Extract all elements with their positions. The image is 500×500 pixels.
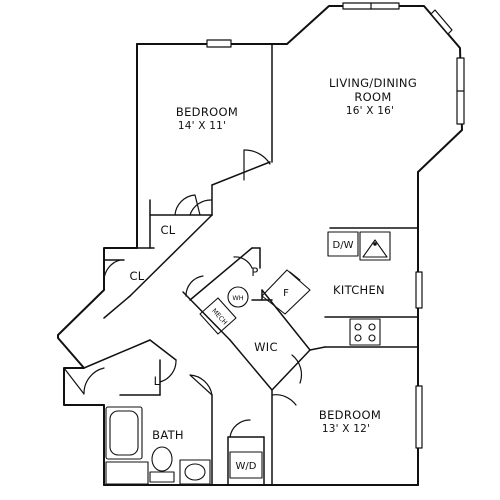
door-bedroom2 <box>271 394 297 406</box>
linen-name: L <box>154 374 161 388</box>
door-bedroom1 <box>243 149 271 181</box>
fixtures <box>105 231 391 485</box>
pantry-name: P <box>251 265 258 279</box>
window-bedroom2 <box>415 385 423 449</box>
washer-dryer <box>229 451 263 479</box>
dishwasher <box>327 231 359 257</box>
washer-dryer-label: W/D <box>236 461 257 472</box>
water-heater-label: WH <box>232 294 243 302</box>
toilet <box>151 446 173 472</box>
living-size: 16' X 16' <box>346 105 394 117</box>
window-bedroom1 <box>206 39 232 48</box>
wic-name: WIC <box>254 340 278 354</box>
door-bath-entry <box>63 367 105 395</box>
sink-basin <box>362 239 388 258</box>
windows <box>206 2 465 449</box>
door-closet2 <box>103 259 121 281</box>
door-laundry <box>229 419 251 438</box>
living-name-line2: ROOM <box>354 90 391 104</box>
door-closet1-b <box>189 199 213 216</box>
vanity <box>105 461 149 485</box>
interior-walls <box>83 43 419 486</box>
door-linen <box>159 359 177 383</box>
window-living-corner <box>430 9 453 35</box>
mech-unit <box>199 297 237 335</box>
fridge-label: F <box>283 288 289 299</box>
bathtub <box>105 406 143 460</box>
refrigerator <box>261 269 311 315</box>
living-name-line1: LIVING/DINING <box>329 76 417 90</box>
bedroom1-size: 14' X 11' <box>178 120 226 132</box>
door-mech <box>185 275 204 297</box>
water-heater <box>227 286 249 308</box>
bath-name: BATH <box>152 428 184 442</box>
exterior-walls <box>57 5 463 486</box>
door-bath <box>189 374 213 396</box>
door-pantry <box>233 256 253 269</box>
bedroom2-size: 13' X 12' <box>322 423 370 435</box>
bath-sink <box>179 459 211 485</box>
door-wic <box>291 354 303 384</box>
bedroom2-name: BEDROOM <box>319 408 381 422</box>
doors <box>63 149 303 438</box>
closet1-name: CL <box>160 223 175 237</box>
kitchen-sink <box>359 231 391 261</box>
kitchen-name: KITCHEN <box>333 283 385 297</box>
dishwasher-label: D/W <box>333 240 354 251</box>
labels: BEDROOM 14' X 11' LIVING/DINING ROOM 16'… <box>129 76 417 472</box>
closet2-name: CL <box>129 269 144 283</box>
bedroom1-name: BEDROOM <box>176 105 238 119</box>
window-kitchen <box>415 271 423 309</box>
range <box>349 318 381 346</box>
